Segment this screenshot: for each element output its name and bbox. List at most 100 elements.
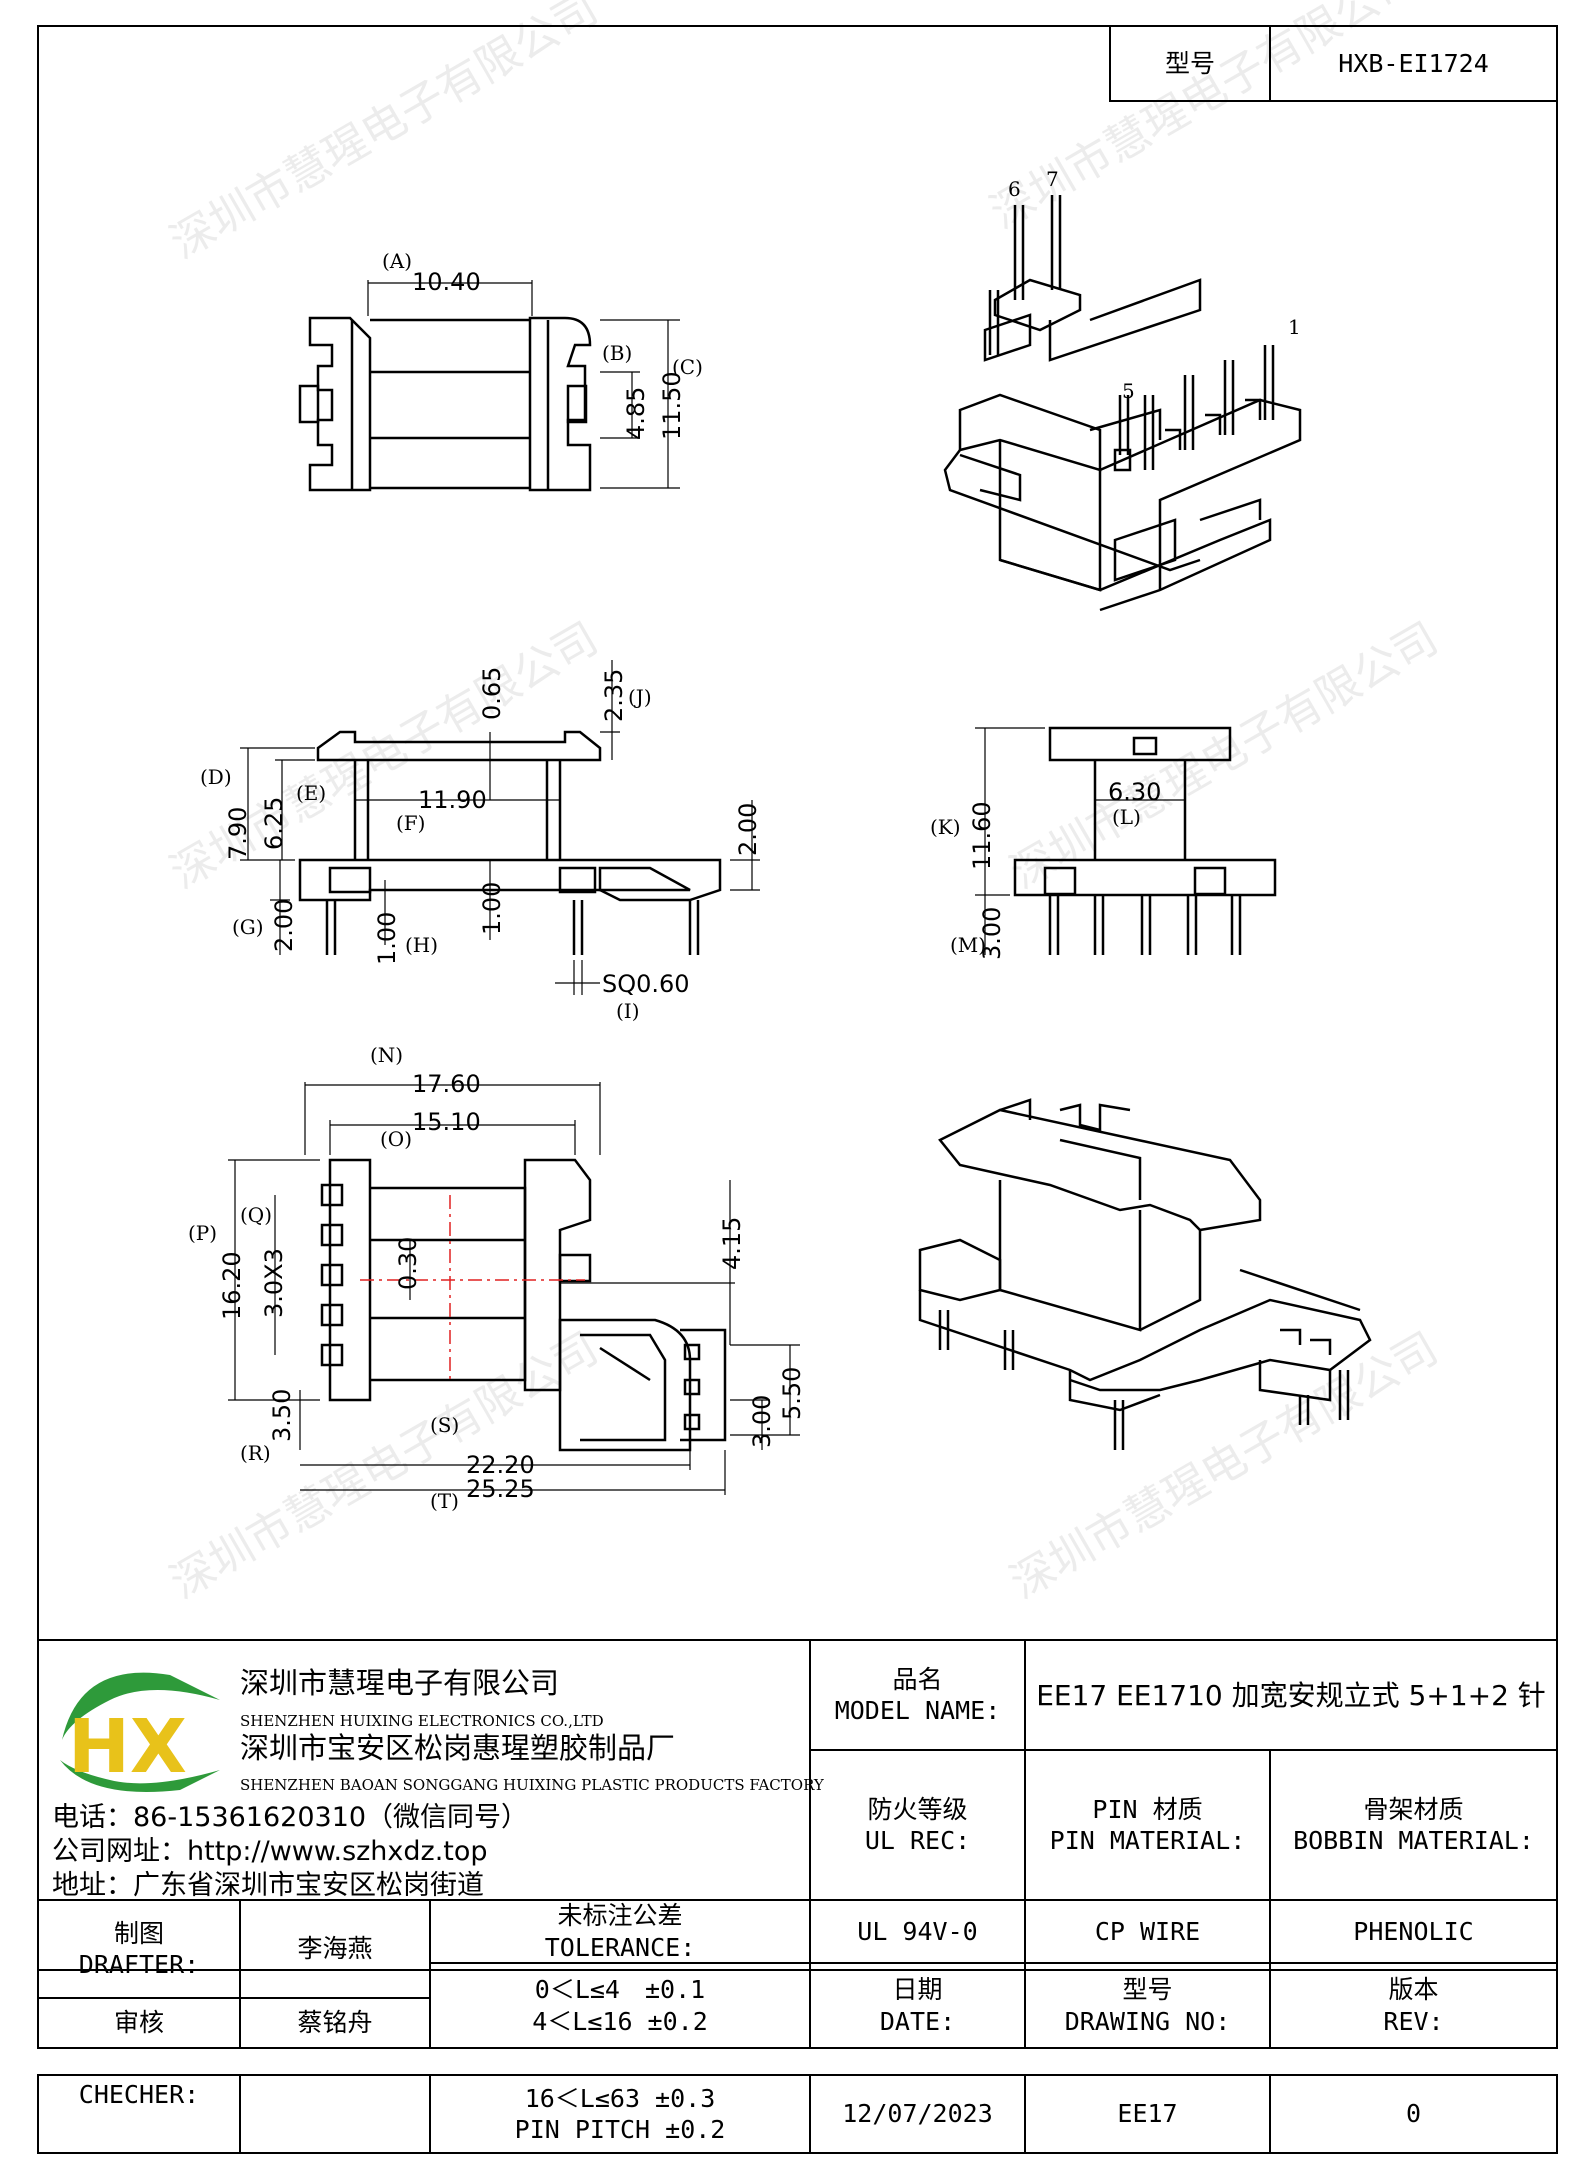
dim-065-value: 0.65 — [478, 667, 506, 720]
tolerance-rows: 0＜L≤4 ±0.1 4＜L≤16 ±0.2 — [430, 1963, 810, 2048]
dim-label-d: (D) — [200, 765, 232, 789]
tolerance-row-2: 4＜L≤16 ±0.2 — [532, 2006, 708, 2036]
dim-030-value: 0.30 — [394, 1237, 422, 1290]
dim-l-value: 6.30 — [1108, 778, 1161, 806]
dim-p-value: 16.20 — [218, 1251, 246, 1320]
bobbin-material-value: PHENOLIC — [1353, 1916, 1474, 1946]
pin-label-6: 6 — [1008, 177, 1021, 201]
company-address: 地址：广东省深圳市宝安区松岗街道 — [52, 1870, 484, 1901]
fire-rating-cn: 防火等级 — [867, 1794, 968, 1824]
dim-550-value: 5.50 — [778, 1367, 806, 1420]
top-view — [298, 280, 680, 492]
rev-value: 0 — [1405, 2099, 1422, 2129]
dim-s-value: 22.20 — [466, 1451, 535, 1479]
dim-d-value: 7.90 — [224, 807, 252, 860]
dim-label-b: (B) — [602, 341, 632, 365]
dim-200-right-value: 2.00 — [734, 803, 762, 856]
factory-name-cn: 深圳市宝安区松岗惠瑆塑胶制品厂 — [240, 1731, 676, 1765]
ul-value: UL 94V-0 — [857, 1916, 978, 1946]
dim-c-value: 11.50 — [658, 371, 686, 440]
checker-name: 蔡铭舟 — [297, 2008, 373, 2038]
drawing-no-value: EE17 — [1117, 2099, 1178, 2129]
title-block — [37, 1639, 1558, 2154]
isometric-view-bottom — [918, 1098, 1372, 1450]
drafter-label: 制图 DRAFTER: — [38, 1900, 240, 1998]
bobbin-material-label: 骨架材质 BOBBIN MATERIAL: — [1270, 1750, 1557, 1900]
pin-label-5: 5 — [1122, 379, 1135, 403]
dim-h-value: 1.00 — [373, 912, 401, 965]
company-logo: HX — [60, 1672, 220, 1792]
pin-material-en: PIN MATERIAL: — [1049, 1826, 1246, 1855]
model-name-value: EE17 EE1710 加宽安规立式 5+1+2 针 — [1036, 1678, 1546, 1712]
pin-material-label: PIN 材质 PIN MATERIAL: — [1025, 1750, 1270, 1900]
dim-f-value: 11.90 — [418, 786, 487, 814]
drawing-no-en: DRAWING NO: — [1064, 2006, 1231, 2036]
dim-label-p: (P) — [188, 1221, 217, 1245]
rev-cn: 版本 — [1388, 1975, 1439, 2005]
dim-415-value: 4.15 — [718, 1217, 746, 1270]
dim-label-q: (Q) — [240, 1203, 272, 1227]
tolerance-rows-2: 16＜L≤63 ±0.3 PIN PITCH ±0.2 — [430, 2075, 810, 2153]
dim-label-t: (T) — [430, 1489, 459, 1513]
drafter-cn: 制图 — [113, 1918, 164, 1948]
bobbin-material-en: BOBBIN MATERIAL: — [1293, 1826, 1534, 1855]
dim-b-value: 4.85 — [622, 387, 650, 440]
company-phone: 电话：86-15361620310（微信同号） — [52, 1802, 529, 1833]
pin-label-1: 1 — [1288, 315, 1301, 339]
model-header-label: 型号 — [1164, 48, 1215, 78]
dim-label-n: (N) — [370, 1043, 403, 1067]
dim-label-g: (G) — [232, 915, 264, 939]
date-label: 日期 DATE: — [810, 1963, 1025, 2048]
side-view — [240, 660, 760, 995]
dim-label-a: (A) — [382, 249, 412, 273]
fire-rating-label: 防火等级 UL REC: — [810, 1750, 1025, 1900]
dim-o-value: 15.10 — [412, 1108, 481, 1136]
model-name-en: MODEL NAME: — [834, 1696, 1001, 1725]
dim-label-r: (R) — [240, 1441, 271, 1465]
drawing-no-cn: 型号 — [1122, 1975, 1173, 2005]
dim-label-j: (J) — [628, 685, 652, 709]
factory-name-en: SHENZHEN BAOAN SONGGANG HUIXING PLASTIC … — [240, 1776, 824, 1794]
dim-label-s: (S) — [430, 1413, 459, 1437]
dim-100-mid-value: 1.00 — [478, 882, 506, 935]
tolerance-cn: 未标注公差 — [557, 1901, 683, 1931]
dim-i-value: SQ0.60 — [602, 970, 690, 998]
logo-text: HX — [68, 1704, 187, 1790]
model-name-cn: 品名 — [892, 1664, 943, 1694]
tolerance-row-4: PIN PITCH ±0.2 — [514, 2115, 726, 2144]
model-header-box — [1109, 25, 1558, 102]
company-website: 公司网址：http://www.szhxdz.top — [52, 1836, 488, 1867]
tolerance-row-3: 16＜L≤63 ±0.3 — [524, 2083, 716, 2113]
model-header-value: HXB-EI1724 — [1338, 48, 1489, 78]
pin-material-cn: PIN 材质 — [1092, 1794, 1203, 1824]
tolerance-label: 未标注公差 TOLERANCE: — [430, 1900, 810, 1963]
dim-label-i: (I) — [616, 999, 640, 1023]
bobbin-material-cn: 骨架材质 — [1363, 1794, 1464, 1824]
dim-label-o: (O) — [380, 1127, 412, 1151]
date-en: DATE: — [879, 2006, 956, 2036]
dim-label-m: (M) — [950, 933, 986, 957]
drafter-name: 李海燕 — [297, 1934, 373, 1964]
dim-q-value: 3.0X3 — [260, 1248, 288, 1318]
date-cn: 日期 — [892, 1975, 943, 2005]
dim-t-value: 25.25 — [466, 1475, 535, 1503]
company-name-cn: 深圳市慧瑆电子有限公司 — [240, 1666, 560, 1700]
dim-r-value: 3.50 — [268, 1389, 296, 1442]
checker-en: CHECHER: — [78, 2080, 200, 2110]
dim-label-c: (C) — [672, 355, 703, 379]
bottom-view — [228, 1082, 800, 1495]
dim-label-l: (L) — [1112, 805, 1141, 829]
dim-n-value: 17.60 — [412, 1070, 481, 1098]
drawing-no-label: 型号 DRAWING NO: — [1025, 1963, 1270, 2048]
dim-a-value: 10.40 — [412, 268, 481, 296]
dim-g-value: 2.00 — [270, 899, 298, 952]
isometric-view-top — [943, 195, 1302, 612]
date-value: 12/07/2023 — [842, 2099, 993, 2129]
model-name-label: 品名 MODEL NAME: — [810, 1640, 1025, 1750]
pin-label-7: 7 — [1046, 167, 1059, 191]
dim-k-value: 11.60 — [968, 801, 996, 870]
dim-e-value: 6.25 — [260, 797, 288, 850]
dim-label-f: (F) — [396, 811, 425, 835]
end-view — [975, 726, 1277, 955]
